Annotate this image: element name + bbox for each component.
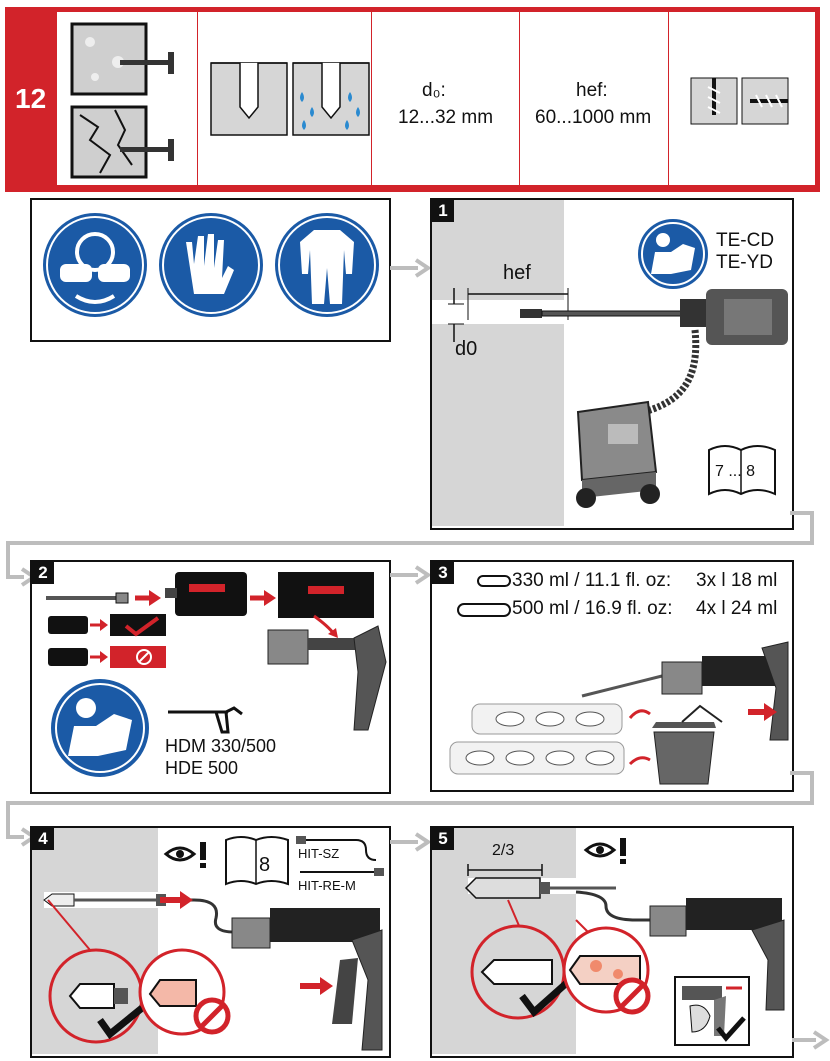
hammer-drill-icon: [680, 289, 788, 345]
correct-detail-circle: [47, 899, 145, 1044]
step3-row2-size: 500 ml / 16.9 fl. oz:: [512, 598, 673, 619]
step1-hef-label: hef: [503, 262, 531, 284]
header-cell-d0: [372, 12, 520, 185]
manual-icon: [638, 219, 708, 289]
trigger-hand-inset: [674, 976, 750, 1046]
section-number: 12: [15, 83, 47, 114]
insert-cartridge-arrow: [313, 614, 338, 638]
flow-arrow-next-page: [792, 1030, 830, 1050]
dispenser-gun-step4: [231, 908, 383, 1051]
step1-number: 1: [432, 200, 454, 222]
cartridge-holder: [278, 572, 374, 618]
step3-number: 3: [432, 562, 454, 584]
step1-d0-label: d0: [455, 338, 478, 360]
eye-attention-icon: [583, 838, 626, 864]
accessory-hoses-icon: [296, 836, 384, 876]
red-arrow-icon: [300, 977, 333, 995]
step3-row2-discard: 4x l 24 ml: [696, 598, 778, 619]
step4-accessory2: HIT-RE-M: [298, 878, 356, 893]
hef-label: hef:: [576, 80, 608, 101]
step2-number: 2: [32, 562, 54, 584]
step1-book-pages: 7 ... 8: [715, 463, 756, 480]
foil-pack-cartridge: [165, 572, 247, 616]
step1-tools-line2: TE-YD: [716, 252, 773, 273]
incorrect-filling-circle: [562, 919, 651, 1015]
step5-fill-fraction: 2/3: [492, 842, 515, 859]
flow-arrow-step2-to-step3: [390, 565, 432, 585]
step2-dispensers-line1: HDM 330/500: [165, 736, 277, 756]
dry-hole-icon: [210, 62, 288, 136]
large-foilpack-icon: [457, 603, 511, 617]
dispenser-gun-step3: [581, 641, 789, 741]
safety-gloves-icon: [159, 213, 263, 317]
step3-row1-size: 330 ml / 11.1 fl. oz:: [512, 570, 672, 591]
uncracked-concrete-icon: [70, 22, 174, 96]
mixer-nozzle: [46, 592, 129, 604]
mortar-in-hole: [464, 877, 616, 899]
hef-value: 60...1000 mm: [535, 107, 652, 128]
wet-hole-icon: [292, 62, 370, 136]
correct-filling-circle: [470, 899, 573, 1020]
step1-tools-line1: TE-CD: [716, 230, 775, 251]
fill-dimension-line: [467, 864, 543, 876]
two-cartridges-ok-icon: [48, 614, 166, 668]
d0-label: d₀:: [422, 80, 446, 101]
dispenser-gun-step5: [575, 890, 785, 1011]
step2-dispensers-line2: HDE 500: [165, 758, 239, 778]
d0-value: 12...32 mm: [398, 107, 494, 128]
hammer-drilling-icon: [690, 77, 789, 125]
step1-concrete: [432, 200, 564, 526]
incorrect-detail-circle: [138, 948, 231, 1036]
red-arrow-icon: [250, 590, 276, 606]
protective-clothing-icon: [275, 213, 379, 317]
reference-book-icon: [225, 836, 289, 886]
manual-icon: [51, 679, 149, 777]
red-arrow-icon: [748, 703, 777, 721]
step4-number: 4: [32, 828, 54, 850]
flow-arrow-ppe-to-step1: [390, 258, 432, 278]
step1-dimension-lines: [448, 288, 569, 342]
discard-strips-icon: [449, 703, 625, 775]
safety-glasses-icon: [43, 213, 147, 317]
dispenser-gun-step2: [267, 625, 387, 731]
cracked-concrete-icon: [70, 105, 174, 179]
eye-attention-icon: [163, 842, 206, 868]
dispenser-silhouette-icon: [168, 706, 243, 734]
step3-row1-discard: 3x l 18 ml: [696, 570, 778, 591]
red-arrow-icon: [160, 891, 193, 909]
step4-accessory1: HIT-SZ: [298, 846, 340, 861]
header-cell-hef: [520, 12, 669, 185]
small-foilpack-icon: [477, 575, 511, 587]
vacuum-cleaner-icon: [576, 400, 660, 508]
step5-number: 5: [432, 828, 454, 850]
waste-bin-icon: [628, 704, 723, 785]
flow-arrow-step4-to-step5: [390, 832, 432, 852]
reference-book-icon: [708, 445, 776, 496]
red-arrow-icon: [135, 590, 161, 606]
step4-book-page: 8: [259, 854, 271, 876]
